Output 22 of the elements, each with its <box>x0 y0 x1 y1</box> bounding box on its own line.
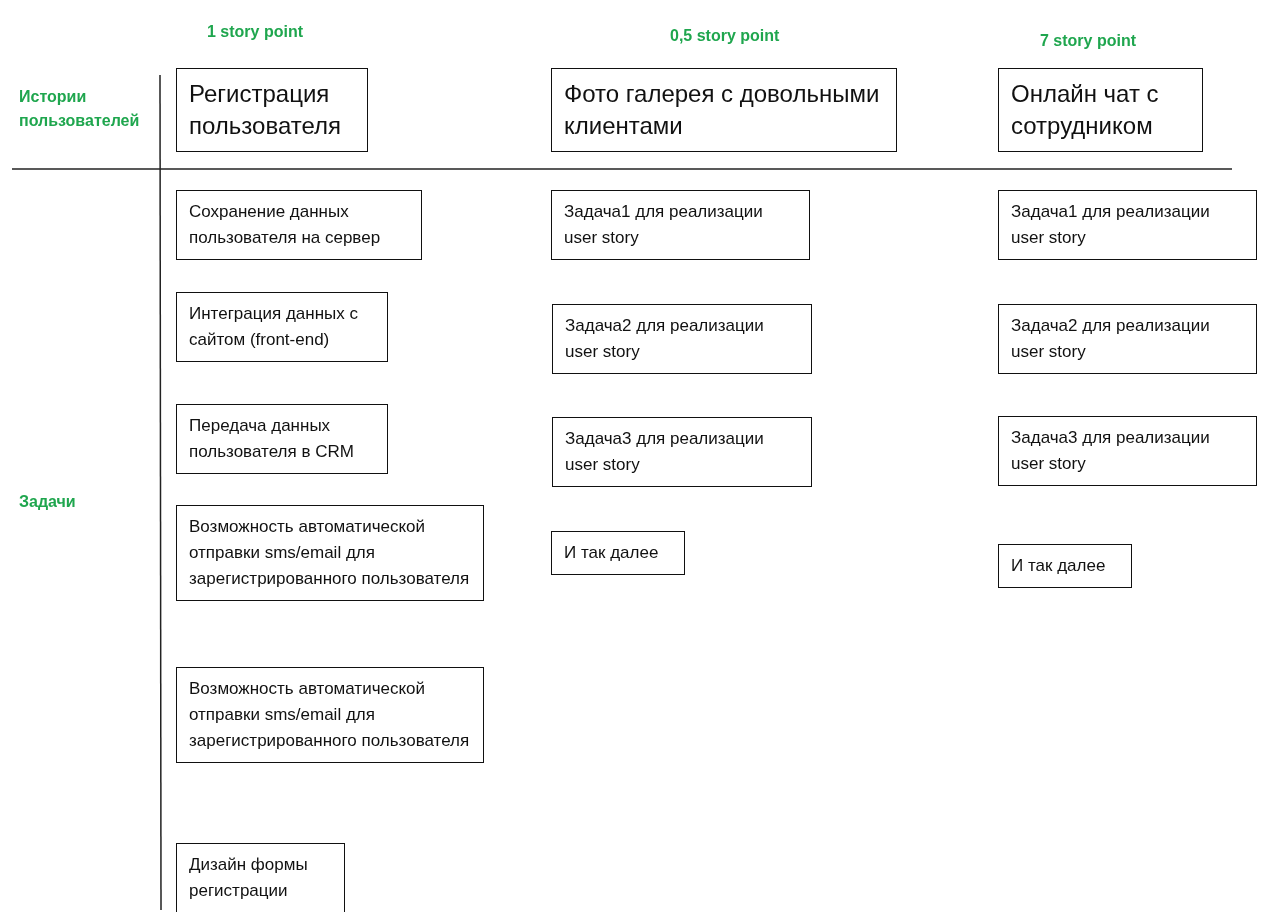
user-story-card: Онлайн чат с сотрудником <box>998 68 1203 152</box>
task-card: Задача2 для реализации user story <box>998 304 1257 374</box>
task-card: Задача2 для реализации user story <box>552 304 812 374</box>
user-story-card: Регистрация пользователя <box>176 68 368 152</box>
task-card: Задача1 для реализации user story <box>551 190 810 260</box>
user-story-card: Фото галерея с довольными клиентами <box>551 68 897 152</box>
task-card: И так далее <box>551 531 685 575</box>
task-card: Сохранение данных пользователя на сервер <box>176 190 422 260</box>
row-heading: Истории пользователей <box>19 87 141 131</box>
task-card: Задача3 для реализации user story <box>998 416 1257 486</box>
task-card: Возможность автоматической отправки sms/email для зарегистрированного пользователя <box>176 505 484 601</box>
task-card: И так далее <box>998 544 1132 588</box>
task-card: Задача3 для реализации user story <box>552 417 812 487</box>
task-card: Возможность автоматической отправки sms/email для зарегистрированного пользователя <box>176 667 484 763</box>
story-point-estimate: 1 story point <box>207 22 303 42</box>
row-heading: Задачи <box>19 492 76 512</box>
task-card: Дизайн формы регистрации <box>176 843 345 912</box>
task-card: Передача данных пользователя в CRM <box>176 404 388 474</box>
story-point-estimate: 0,5 story point <box>670 26 780 46</box>
task-card: Интеграция данных с сайтом (front-end) <box>176 292 388 362</box>
story-point-estimate: 7 story point <box>1040 31 1136 51</box>
task-card: Задача1 для реализации user story <box>998 190 1257 260</box>
